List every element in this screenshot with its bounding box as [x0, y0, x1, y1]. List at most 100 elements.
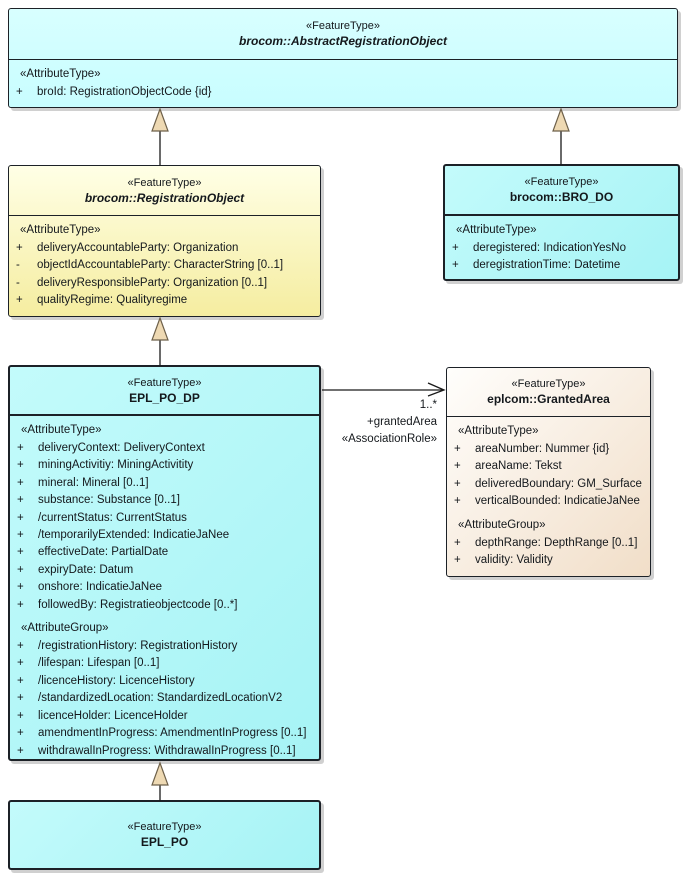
attribute-text: /currentStatus: CurrentStatus [38, 511, 187, 524]
generalization-registrationobject-to-abstract [151, 107, 169, 166]
attribute-text: withdrawalInProgress: WithdrawalInProgre… [38, 744, 296, 757]
attribute-row: + /registrationHistory: RegistrationHist… [10, 638, 319, 655]
visibility: + [17, 476, 24, 489]
visibility: + [17, 692, 24, 705]
attribute-row: + /currentStatus: CurrentStatus [10, 510, 319, 527]
attribute-text: onshore: IndicatieJaNee [38, 581, 163, 594]
visibility: + [17, 546, 24, 559]
attribute-text: areaNumber: Nummer {id} [475, 443, 610, 455]
attribute-section-header: «AttributeType» [20, 224, 101, 236]
attributes-compartment: «AttributeType» + deliveryContext: Deliv… [10, 416, 319, 760]
attribute-row: + areaNumber: Nummer {id} [447, 441, 650, 458]
class-abstract-registration-object: «FeatureType» brocom::AbstractRegistrati… [8, 8, 678, 108]
visibility: - [16, 259, 20, 272]
attribute-row: + /licenceHistory: LicenceHistory [10, 673, 319, 690]
visibility: + [17, 709, 24, 722]
class-name: brocom::RegistrationObject [84, 190, 245, 205]
visibility: + [454, 536, 461, 549]
stereotype-label: «FeatureType» [127, 821, 202, 833]
stereotype-label: «FeatureType» [511, 378, 586, 390]
attribute-text: depthRange: DepthRange [0..1] [475, 536, 638, 549]
attribute-row: + effectiveDate: PartialDate [10, 544, 319, 561]
attribute-text: deliveryAccountableParty: Organization [37, 242, 239, 254]
visibility: + [17, 529, 24, 542]
attributes-compartment: «AttributeType» + deliveryAccountablePar… [9, 216, 320, 310]
class-title-compartment: «FeatureType» brocom::AbstractRegistrati… [9, 9, 677, 60]
attribute-row: - deliveryResponsibleParty: Organization… [9, 275, 320, 292]
attribute-row: + /temporarilyExtended: IndicatieJaNee [10, 527, 319, 544]
stereotype-label: «FeatureType» [524, 176, 599, 188]
attribute-row: + /standardizedLocation: StandardizedLoc… [10, 690, 319, 707]
attribute-text: verticalBounded: IndicatieJaNee [475, 495, 640, 508]
attribute-row: - objectIdAccountableParty: CharacterStr… [9, 257, 320, 274]
visibility: + [17, 442, 24, 454]
attribute-row: + deregistered: IndicationYesNo [445, 240, 678, 257]
class-title-compartment: «FeatureType» eplcom::GrantedArea [447, 368, 650, 417]
attribute-text: followedBy: Registratieobjectcode [0..*] [38, 598, 238, 611]
attribute-row: + validity: Validity [447, 552, 650, 569]
attribute-text: broId: RegistrationObjectCode {id} [37, 86, 212, 98]
attributes-compartment: «AttributeType» + deregistered: Indicati… [445, 216, 678, 275]
attribute-row: + expiryDate: Datum [10, 562, 319, 579]
generalization-eplpo-to-eplpodp [151, 761, 169, 801]
attribute-text: miningActivitiy: MiningActivitity [38, 459, 194, 472]
attribute-section-header: «AttributeType» [456, 224, 537, 236]
attribute-text: substance: Substance [0..1] [38, 494, 180, 507]
visibility: + [17, 674, 24, 687]
visibility: + [17, 563, 24, 576]
attribute-text: qualityRegime: Qualityregime [37, 294, 188, 307]
visibility: + [17, 727, 24, 740]
stereotype-label: «FeatureType» [127, 376, 202, 389]
class-epl-po-dp: «FeatureType» EPL_PO_DP «AttributeType» … [8, 365, 321, 761]
class-name: eplcom::GrantedArea [487, 392, 610, 406]
attribute-text: expiryDate: Datum [38, 563, 134, 576]
association-role-label: +grantedArea [366, 416, 437, 428]
attribute-row: + substance: Substance [0..1] [10, 492, 319, 509]
attribute-text: /licenceHistory: LicenceHistory [38, 674, 195, 687]
class-name: EPL_PO_DP [129, 390, 200, 405]
attribute-group-header: «AttributeGroup» [458, 518, 546, 531]
visibility: + [454, 495, 461, 508]
attribute-row: + mineral: Mineral [0..1] [10, 475, 319, 492]
attribute-row: + amendmentInProgress: AmendmentInProgre… [10, 725, 319, 742]
attribute-section-header: «AttributeType» [20, 68, 101, 80]
visibility: + [16, 294, 23, 307]
visibility: + [454, 460, 461, 473]
attribute-text: /lifespan: Lifespan [0..1] [38, 657, 160, 670]
attribute-text: objectIdAccountableParty: CharacterStrin… [37, 259, 284, 272]
visibility: + [17, 459, 24, 472]
attribute-text: deliveryResponsibleParty: Organization [… [37, 276, 268, 289]
class-bro-do: «FeatureType» brocom::BRO_DO «AttributeT… [443, 164, 680, 281]
attribute-text: effectiveDate: PartialDate [38, 546, 169, 559]
stereotype-label: «FeatureType» [127, 176, 202, 189]
association-multiplicity-label: 1..* [419, 399, 437, 411]
attribute-text: validity: Validity [475, 554, 553, 567]
class-title-compartment: «FeatureType» brocom::RegistrationObject [9, 166, 320, 216]
class-registration-object: «FeatureType» brocom::RegistrationObject… [8, 165, 321, 317]
attribute-text: /temporarilyExtended: IndicatieJaNee [38, 529, 230, 542]
visibility: + [454, 443, 461, 455]
attribute-row: + depthRange: DepthRange [0..1] [447, 535, 650, 552]
attribute-group-header: «AttributeGroup» [21, 622, 109, 635]
attribute-text: amendmentInProgress: AmendmentInProgress… [38, 727, 307, 740]
class-granted-area: «FeatureType» eplcom::GrantedArea «Attri… [446, 367, 651, 577]
visibility: + [454, 554, 461, 567]
class-title-compartment: «FeatureType» brocom::BRO_DO [445, 166, 678, 216]
attributes-compartment: «AttributeType» + broId: RegistrationObj… [9, 60, 677, 101]
visibility: + [17, 598, 24, 611]
attributes-compartment: «AttributeType» + areaNumber: Nummer {id… [447, 417, 650, 569]
attribute-row: + qualityRegime: Qualityregime [9, 292, 320, 309]
association-eplpodp-to-grantedarea [322, 382, 446, 397]
attribute-text: mineral: Mineral [0..1] [38, 476, 149, 489]
visibility: + [16, 86, 23, 98]
class-name: brocom::AbstractRegistrationObject [238, 34, 448, 48]
attribute-row: + deliveryContext: DeliveryContext [10, 440, 319, 457]
attribute-text: deregistrationTime: Datetime [473, 259, 621, 272]
attribute-row: + /lifespan: Lifespan [0..1] [10, 655, 319, 672]
attribute-text: deregistered: IndicationYesNo [473, 242, 627, 254]
attribute-row: + broId: RegistrationObjectCode {id} [9, 84, 677, 101]
attribute-row: + licenceHolder: LicenceHolder [10, 708, 319, 725]
attribute-row: + verticalBounded: IndicatieJaNee [447, 493, 650, 510]
visibility: + [454, 477, 461, 490]
